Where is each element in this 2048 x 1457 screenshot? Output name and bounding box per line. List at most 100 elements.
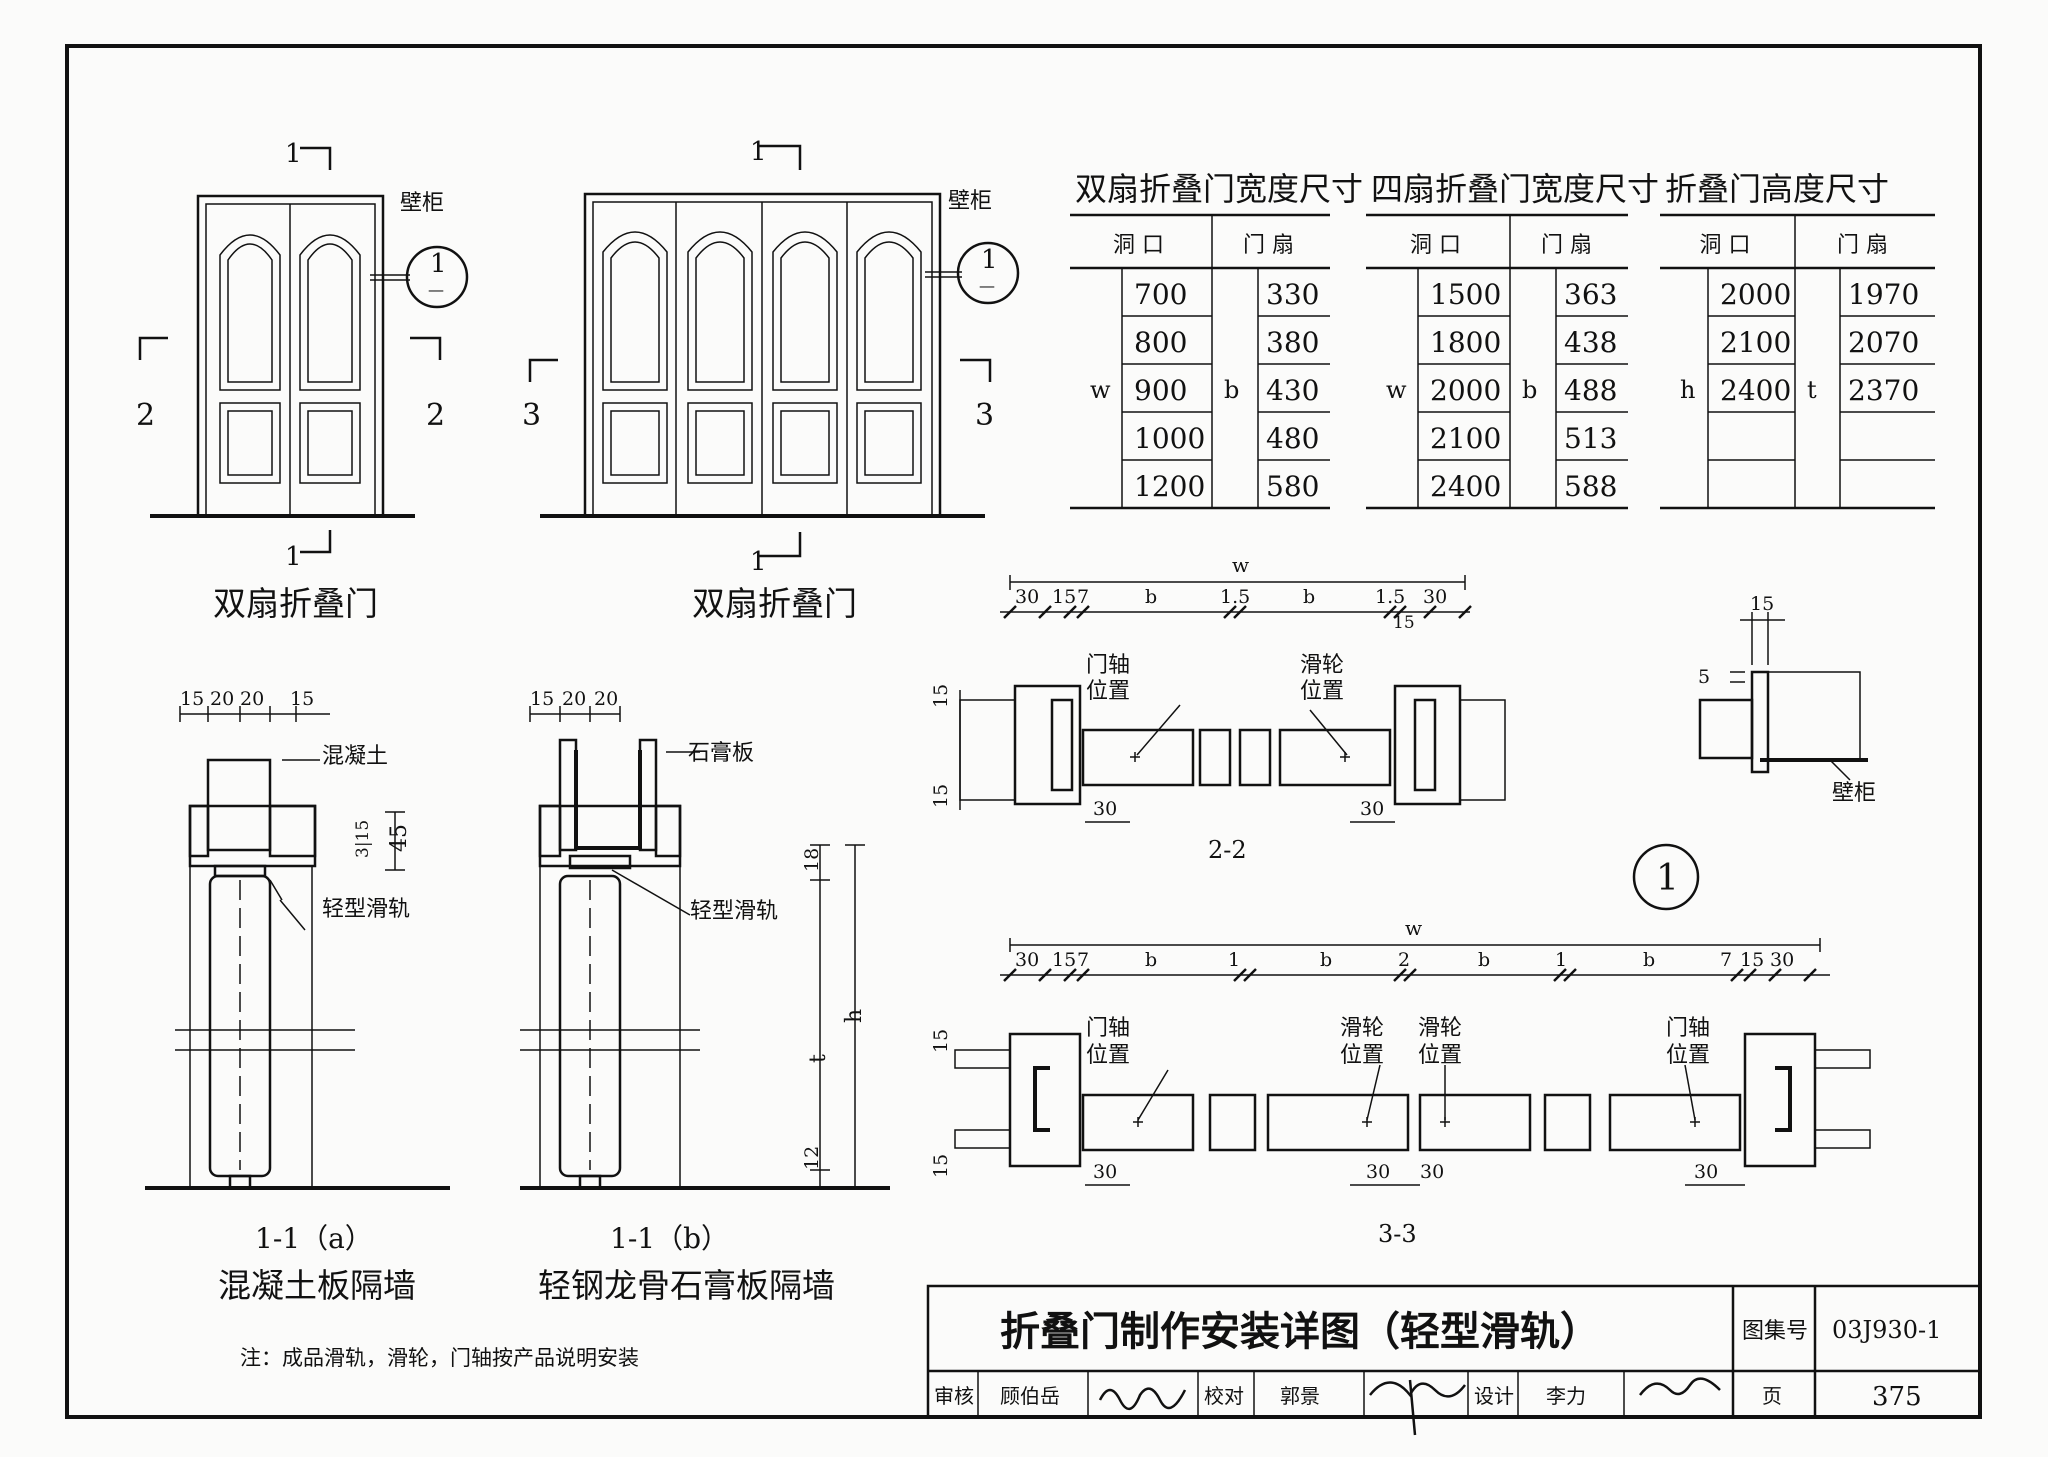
sec-b-dim-3: 20 <box>594 688 618 710</box>
plan33-d5: b <box>1320 949 1332 971</box>
table-leaf-cell: 363 <box>1564 278 1617 311</box>
plan22-d0: 30 <box>1015 586 1039 608</box>
dim-tick <box>1233 968 1247 982</box>
table-opening-cell: 1500 <box>1430 278 1501 311</box>
plan22-d7: 30 <box>1423 586 1447 608</box>
table-col-opening: 洞 口 <box>1700 233 1751 258</box>
plan22-d3: b <box>1145 586 1157 608</box>
table-leaf-cell: 480 <box>1266 422 1319 455</box>
detail-number-circle <box>1632 843 1700 911</box>
detail-sub-right: — <box>979 276 995 295</box>
cut-mark-3-left: 3 <box>522 398 541 433</box>
leaf-arch-inner <box>695 241 745 383</box>
table-col-opening: 洞 口 <box>1113 233 1164 258</box>
plan22-pivot-2: 位置 <box>1086 679 1130 704</box>
leaf-arch-inner <box>780 241 830 383</box>
cut-mark-2-right: 2 <box>426 398 445 433</box>
table-opening-cell: 1000 <box>1134 422 1205 455</box>
atlas-label: 图集号 <box>1742 1319 1808 1344</box>
leaf-lower-inner <box>780 410 830 476</box>
table-leaf-cell: 513 <box>1564 422 1617 455</box>
table-col-leaf: 门 扇 <box>1541 233 1592 258</box>
dim-tick <box>1553 968 1567 982</box>
sec-a-dim-45: 45 <box>387 824 412 852</box>
leaf-arch-inner <box>864 241 914 383</box>
plan-3-3 <box>954 938 1871 1186</box>
plan33-b30-3: 30 <box>1420 1161 1444 1183</box>
elevation-four-leaf <box>528 144 1020 558</box>
plan22-d15-under: 15 <box>1393 613 1415 633</box>
cabinet-label-left: 壁柜 <box>400 191 444 216</box>
sec-a-dim-4: 15 <box>290 688 314 710</box>
cut-mark-2-left: 2 <box>136 398 155 433</box>
elevation-two-leaf <box>138 146 469 554</box>
leaf-lower-panel <box>856 402 922 484</box>
dim-tick <box>1393 968 1407 982</box>
plan22-side15-bottom: 15 <box>930 784 952 808</box>
sec-a-rail: 轻型滑轨 <box>322 897 410 922</box>
caption-four-leaf: 双扇折叠门 <box>692 584 857 623</box>
plan33-side15-top: 15 <box>930 1029 952 1053</box>
dim-tick <box>1768 968 1782 982</box>
table-opening-cell: 800 <box>1134 326 1187 359</box>
plan33-pulley-a1: 滑轮 <box>1340 1016 1384 1041</box>
plan33-pulley-b1: 滑轮 <box>1418 1016 1462 1041</box>
review-label: 审核 <box>934 1384 974 1408</box>
leaf-lower-inner <box>864 410 914 476</box>
plan33-d3: b <box>1145 949 1157 971</box>
table-title: 四扇折叠门宽度尺寸 <box>1371 170 1659 208</box>
table-leaf-cell: 430 <box>1266 374 1319 407</box>
dim-tick <box>1038 968 1052 982</box>
section-a <box>145 706 450 1190</box>
leaf-lower-panel <box>687 402 753 484</box>
table-leaf-cell: 588 <box>1564 470 1617 503</box>
table-opening-cell: 2100 <box>1720 326 1791 359</box>
leaf-lower-inner <box>610 410 660 476</box>
plan22-pulley-1: 滑轮 <box>1300 653 1344 678</box>
page-label: 页 <box>1762 1384 1782 1408</box>
sec-a-caption2: 混凝土板隔墙 <box>218 1266 416 1305</box>
plan-2-2 <box>959 575 1506 823</box>
table-leaf-cell: 438 <box>1564 326 1617 359</box>
table-opening-cell: 2400 <box>1720 374 1791 407</box>
plan22-pulley-2: 位置 <box>1300 679 1344 704</box>
dim-tick <box>1743 968 1757 982</box>
detail-label: 壁柜 <box>1832 781 1876 806</box>
detail-dim-15: 15 <box>1750 593 1774 615</box>
table-row-symbol: w <box>1386 376 1407 404</box>
sec-a-caption1: 1-1（a） <box>255 1222 373 1255</box>
plan33-d4: 1 <box>1228 949 1240 971</box>
table-leaf-cell: 580 <box>1266 470 1319 503</box>
table-opening-cell: 2000 <box>1720 278 1791 311</box>
design-label: 设计 <box>1474 1384 1514 1408</box>
sec-a-dim-1: 15 <box>180 688 204 710</box>
leaf-arch-panel <box>856 231 922 391</box>
table-leaf-symbol: t <box>1807 376 1817 404</box>
dim-tick <box>1038 605 1052 619</box>
table-leaf-cell: 2070 <box>1848 326 1919 359</box>
dim-tick <box>1243 968 1257 982</box>
plan22-d1: 15 <box>1052 586 1076 608</box>
sec-b-rail: 轻型滑轨 <box>690 899 778 924</box>
drawing-title: 折叠门制作安装详图（轻型滑轨） <box>1000 1309 1600 1355</box>
cut-mark-3-right: 3 <box>975 398 994 433</box>
dim-tick <box>1233 605 1247 619</box>
plan22-d2: 7 <box>1077 586 1089 608</box>
plan33-d9: b <box>1643 949 1655 971</box>
dim-tick <box>1563 968 1577 982</box>
dim-tick <box>1730 968 1744 982</box>
detail-sub-left: — <box>428 280 444 299</box>
plan22-b30-left: 30 <box>1093 798 1117 820</box>
plan33-pulley-b2: 位置 <box>1418 1043 1462 1068</box>
table-opening-cell: 1800 <box>1430 326 1501 359</box>
cut-mark-1-top-right: 1 <box>750 137 767 167</box>
dim-tick <box>1223 605 1237 619</box>
plan22-pivot-1: 门轴 <box>1086 653 1130 678</box>
table-title: 双扇折叠门宽度尺寸 <box>1075 170 1363 208</box>
plan22-d5: b <box>1303 586 1315 608</box>
table-leaf-cell: 488 <box>1564 374 1617 407</box>
